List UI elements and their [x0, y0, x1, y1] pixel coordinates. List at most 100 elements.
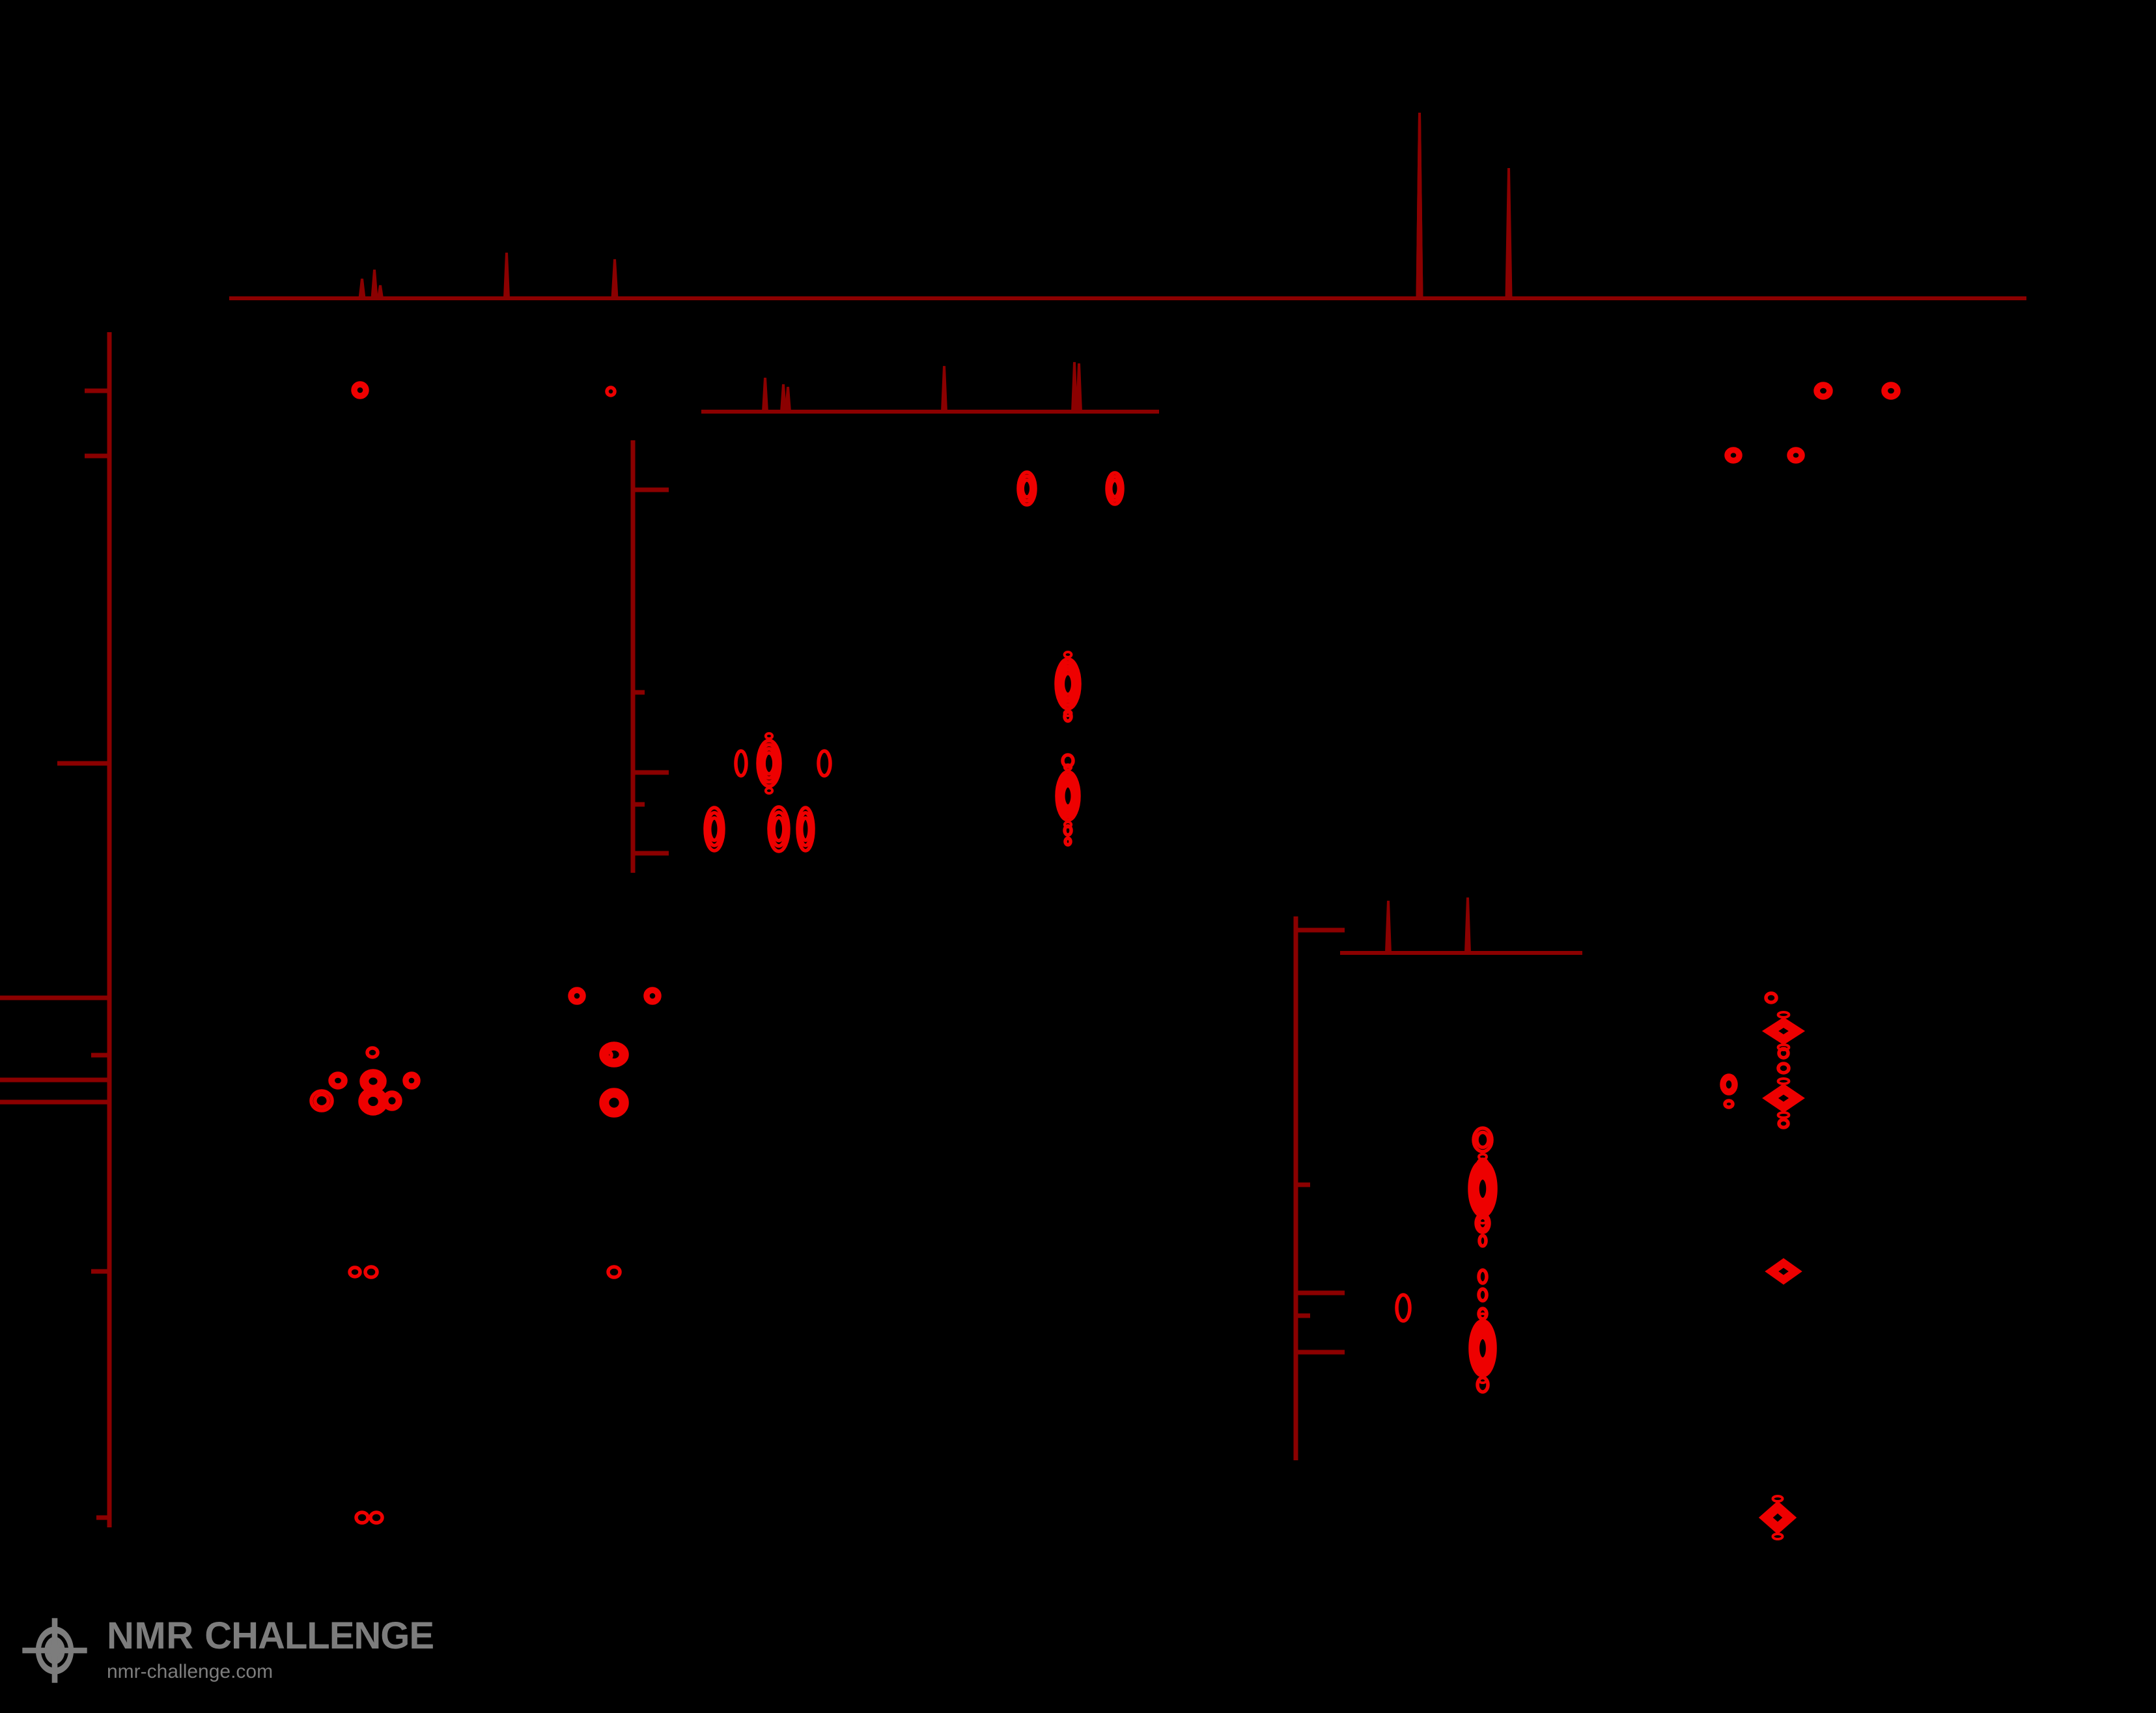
- contour-sideband: [1477, 1153, 1488, 1161]
- contour-ring: [1061, 753, 1075, 769]
- contour-ring: [817, 749, 832, 778]
- cross-peak: [1474, 1212, 1491, 1234]
- cross-peak: [606, 1265, 622, 1279]
- contour-ring: [1061, 784, 1074, 808]
- contour-ring: [1722, 1077, 1735, 1092]
- contour-ring: [1107, 475, 1123, 502]
- projection-peak: [1416, 112, 1423, 300]
- cross-peak: [354, 1510, 370, 1525]
- contour-ring: [1816, 384, 1830, 397]
- projection-peak: [503, 252, 511, 300]
- contour-ring: [405, 1074, 418, 1087]
- cross-peak: [402, 1071, 421, 1090]
- contour-ring: [760, 746, 778, 780]
- contour-ring: [328, 1071, 348, 1090]
- inset-f2-peak: [761, 377, 769, 413]
- contour-sideband: [1776, 1011, 1791, 1019]
- cross-peak: [643, 987, 662, 1005]
- cross-peak: [1765, 1258, 1802, 1285]
- inset-axes-top-middle: [630, 361, 1159, 873]
- cross-peak: [767, 805, 791, 853]
- cross-peak: [1105, 471, 1125, 506]
- contour-ring: [1018, 474, 1035, 503]
- inset-f2-peak: [940, 365, 948, 413]
- cross-peak: [1881, 382, 1901, 400]
- contour-ring: [1477, 1287, 1489, 1303]
- contour-ring: [1881, 382, 1901, 400]
- cross-peak: [1472, 1126, 1494, 1154]
- contour-ring: [643, 987, 662, 1005]
- contour-sideband: [764, 787, 774, 795]
- contour-ring: [756, 739, 782, 788]
- cross-peak: [1395, 1293, 1412, 1323]
- contour-ring: [1764, 991, 1778, 1004]
- contour-ring: [1476, 1215, 1489, 1231]
- inset-axes-bottom-right: [1293, 897, 1582, 1460]
- cross-peak: [1016, 470, 1037, 507]
- contour-ring: [796, 806, 815, 853]
- contour-ring: [313, 1092, 330, 1109]
- contour-sideband: [1776, 1077, 1791, 1085]
- contour-ring: [1765, 1086, 1802, 1111]
- contour-ring: [1720, 1073, 1738, 1096]
- contour-ring: [369, 1510, 384, 1525]
- contour-sideband: [1771, 1495, 1784, 1503]
- contour-ring: [363, 1265, 379, 1279]
- contour-ring: [402, 1071, 421, 1090]
- contour-ring: [599, 1088, 629, 1118]
- cross-peak: [1724, 447, 1743, 464]
- contour-ring: [1772, 1090, 1795, 1107]
- contour-ring: [1477, 1268, 1489, 1285]
- contour-ring: [758, 743, 780, 784]
- cross-peak: [1061, 753, 1075, 769]
- contour-ring: [762, 751, 776, 776]
- contour-ring: [1769, 1088, 1799, 1109]
- contour-ring: [602, 1091, 626, 1114]
- contour-ring: [1777, 1118, 1790, 1129]
- contour-ring: [734, 749, 748, 778]
- cross-peak: [734, 749, 748, 778]
- contour-ring: [705, 811, 723, 847]
- contour-sideband: [1477, 1312, 1488, 1320]
- contour-ring: [1884, 384, 1898, 397]
- contour-ring: [1764, 1506, 1791, 1529]
- cross-peak: [1777, 1118, 1790, 1129]
- contour-ring: [1776, 1062, 1791, 1075]
- contour-ring: [1727, 449, 1740, 462]
- contour-ring: [348, 1266, 362, 1279]
- contour-ring: [800, 816, 811, 842]
- inset-f2-peak: [784, 386, 792, 413]
- contour-ring: [1772, 1023, 1795, 1039]
- contour-ring: [1789, 449, 1802, 462]
- cross-peak: [1477, 1287, 1489, 1303]
- contour-ring: [1476, 1335, 1490, 1361]
- horizontal-1d-projection: [229, 112, 2026, 300]
- cross-peak: [365, 1046, 380, 1059]
- contour-ring: [1063, 824, 1073, 837]
- contour-ring: [1020, 478, 1033, 499]
- contour-ring: [1765, 1258, 1802, 1285]
- cross-peak: [382, 1090, 402, 1111]
- contour-sideband: [764, 732, 774, 740]
- contour-ring: [1477, 1234, 1488, 1248]
- contour-ring: [769, 810, 789, 848]
- cross-peak: [1063, 824, 1073, 837]
- contour-ring: [599, 1041, 629, 1068]
- contour-ring: [605, 1094, 623, 1112]
- cross-peak: [817, 749, 832, 778]
- contour-ring: [309, 1089, 334, 1112]
- cross-peak: [369, 1510, 384, 1525]
- projection-peak: [358, 278, 366, 300]
- cross-peak: [756, 732, 782, 795]
- cross-peak: [1468, 1312, 1497, 1384]
- contour-ring: [570, 989, 583, 1002]
- contour-ring: [364, 1093, 382, 1110]
- contour-ring: [1105, 471, 1125, 506]
- cross-peak: [796, 806, 815, 853]
- contour-ring: [1767, 1508, 1788, 1527]
- cross-peak: [1762, 1077, 1805, 1119]
- cross-peak: [1720, 1073, 1738, 1096]
- contour-ring: [354, 1510, 370, 1525]
